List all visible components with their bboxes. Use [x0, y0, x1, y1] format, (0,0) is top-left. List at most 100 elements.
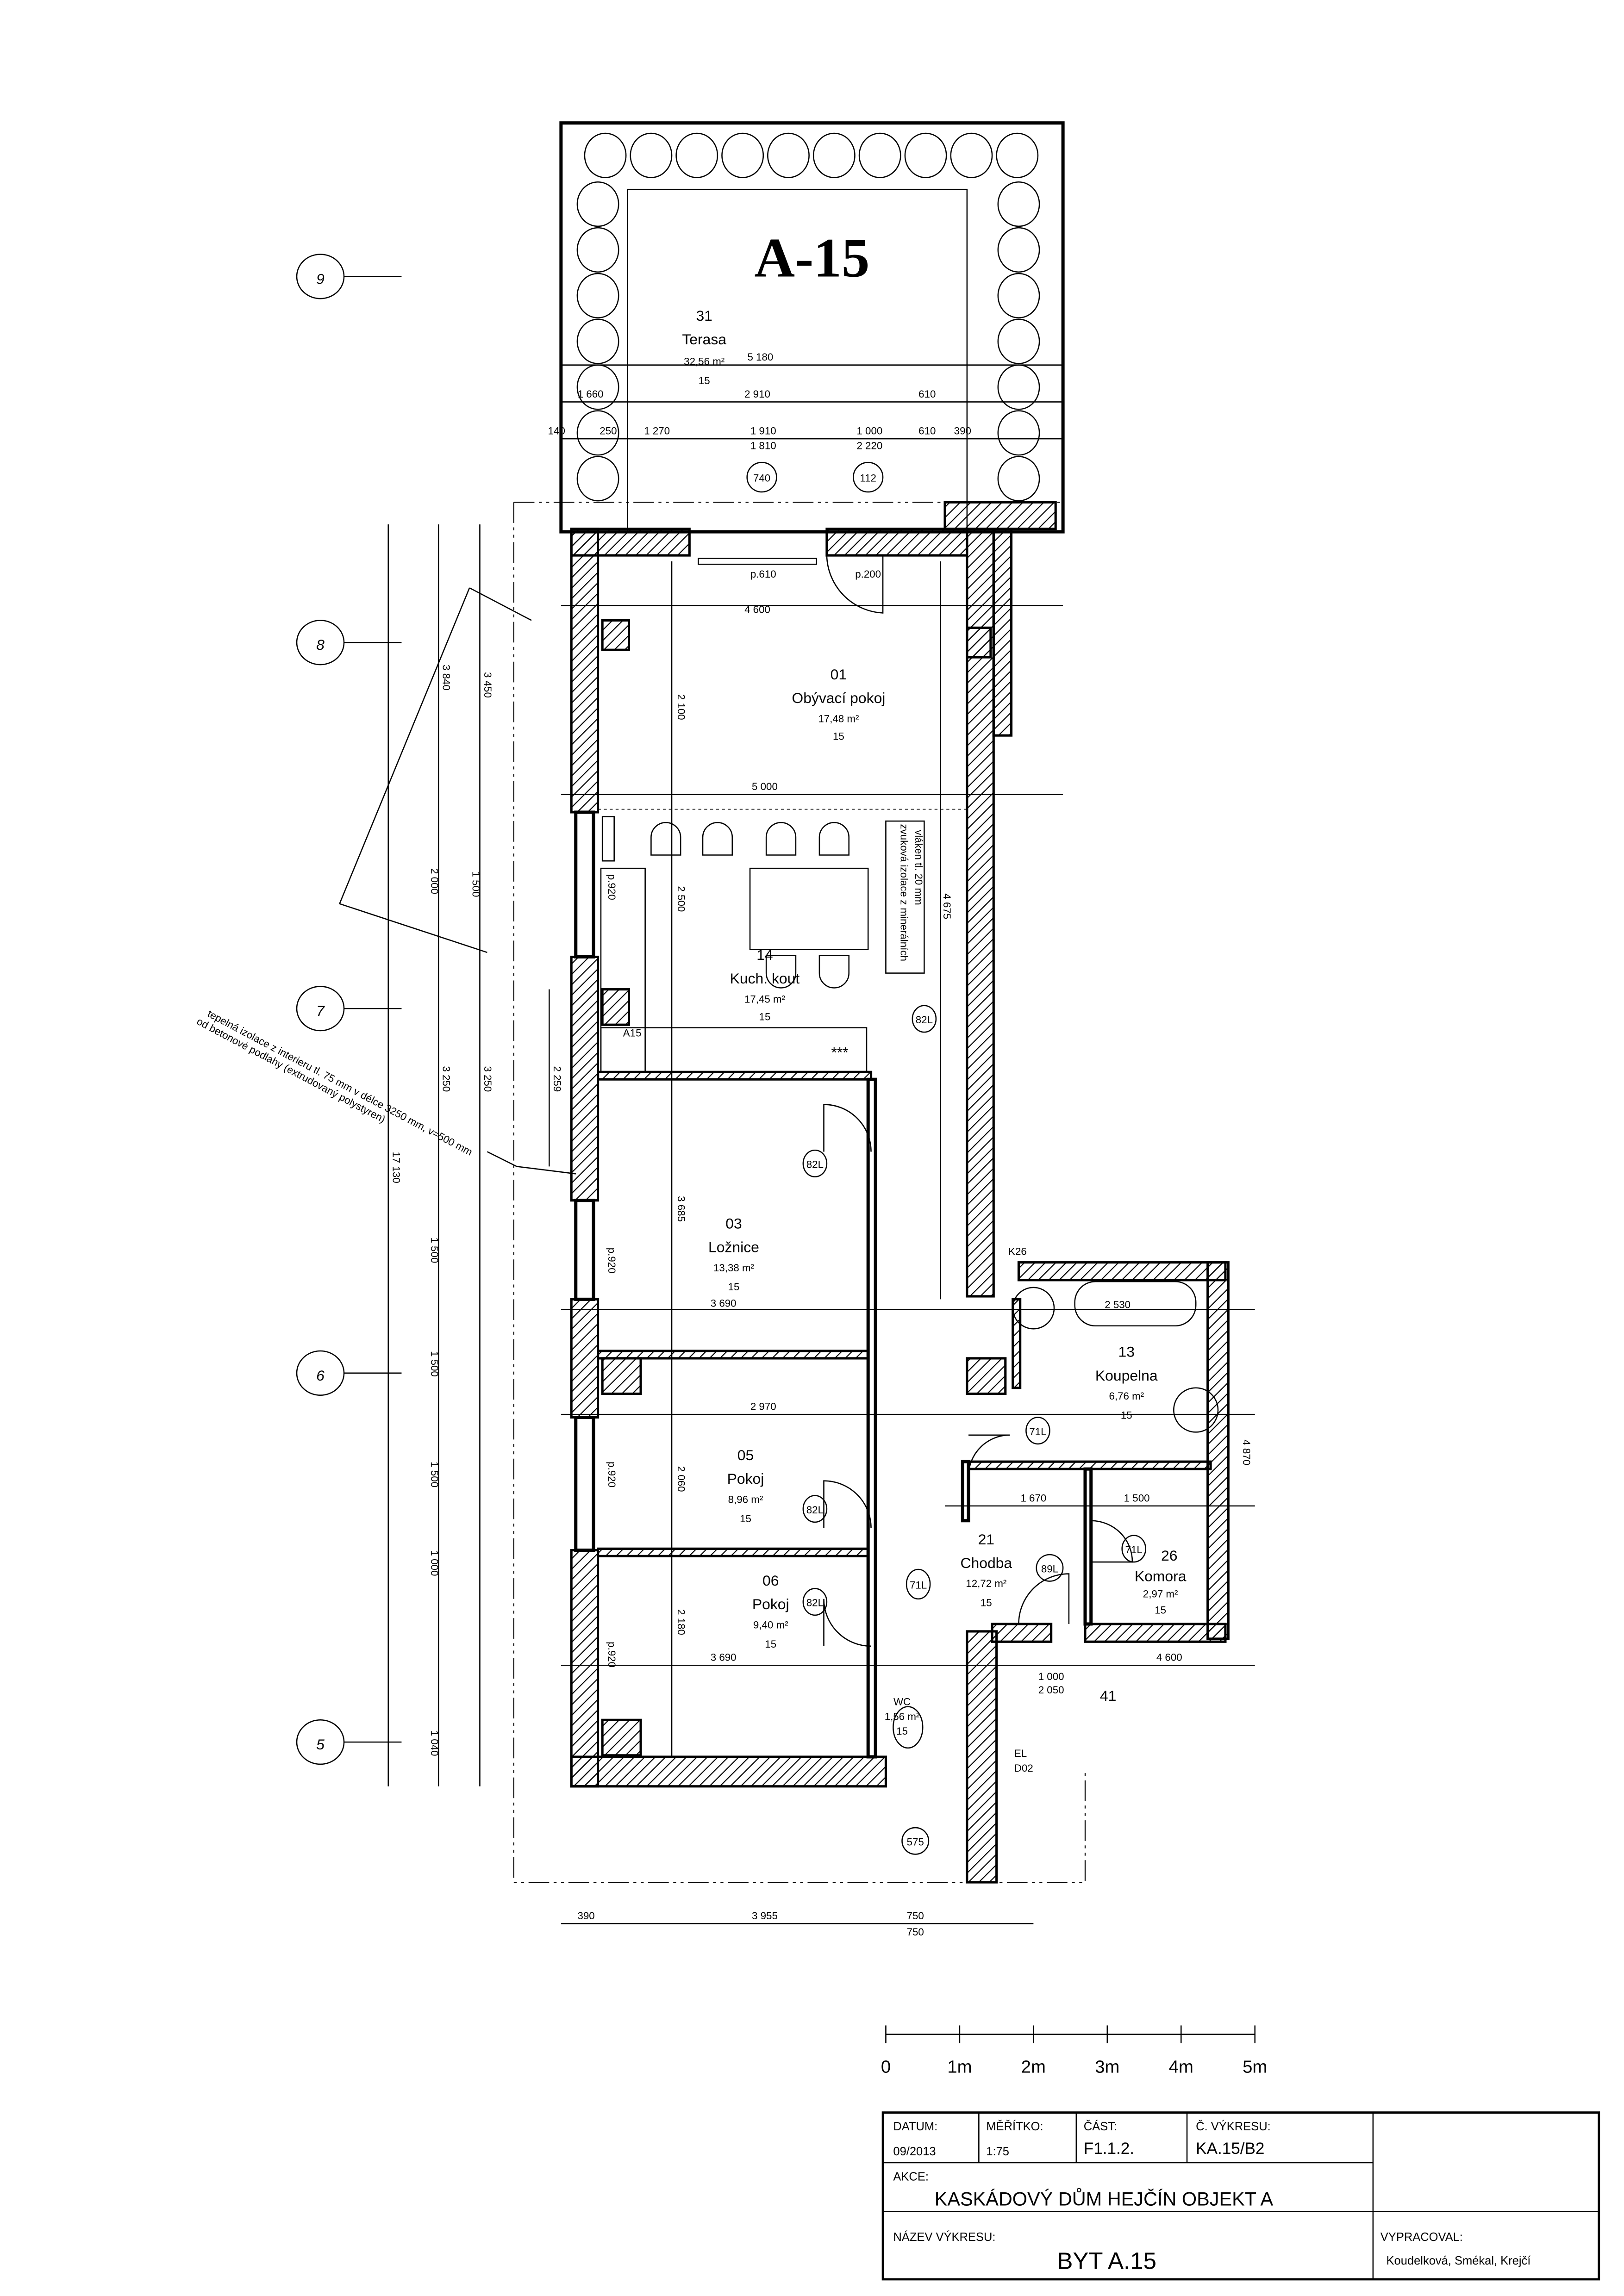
- room-obyvaci-pokoj: 01 Obývací pokoj 17,48 m² 15: [792, 666, 885, 742]
- svg-text:06: 06: [762, 1572, 779, 1589]
- svg-text:2 050: 2 050: [1038, 1684, 1064, 1696]
- planter-circle: [950, 132, 993, 178]
- datum-label: DATUM:: [893, 2120, 937, 2133]
- svg-text:1 810: 1 810: [750, 440, 776, 451]
- window: [698, 558, 817, 565]
- svg-text:4m: 4m: [1169, 2057, 1193, 2077]
- cast-label: ČÁST:: [1084, 2120, 1117, 2133]
- svg-text:2 220: 2 220: [856, 440, 882, 451]
- room-terasa: 31 Terasa 32,56 m² 15: [682, 307, 726, 386]
- svg-text:tepelná izolace z interieru tl: tepelná izolace z interieru tl. 75 mm v …: [206, 1008, 475, 1158]
- svg-text:01: 01: [831, 666, 847, 683]
- door-tag: 82L: [802, 1495, 828, 1523]
- svg-text:05: 05: [737, 1447, 754, 1463]
- dimension-lines: [387, 364, 1255, 1924]
- door-tag: 82L: [912, 1005, 937, 1033]
- svg-text:14: 14: [756, 946, 773, 963]
- planter-circle: [576, 410, 619, 456]
- svg-text:p.920: p.920: [606, 874, 618, 900]
- svg-text:4 675: 4 675: [941, 893, 953, 919]
- door-swing: [826, 555, 884, 614]
- washbasin: [1173, 1387, 1219, 1433]
- acoustic-note: vláken tl. 20 mm: [913, 830, 924, 905]
- svg-text:21: 21: [978, 1531, 994, 1548]
- walls: [570, 501, 1230, 1884]
- svg-text:15: 15: [896, 1725, 908, 1737]
- planter-circle: [997, 273, 1040, 318]
- svg-text:1 040: 1 040: [429, 1730, 440, 1756]
- svg-text:5m: 5m: [1243, 2057, 1267, 2077]
- svg-text:140: 140: [548, 425, 565, 437]
- svg-text:2 060: 2 060: [675, 1466, 687, 1492]
- svg-text:250: 250: [600, 425, 617, 437]
- drawing-number-value: KA.15/B2: [1196, 2140, 1264, 2158]
- svg-text:1 500: 1 500: [1124, 1492, 1150, 1504]
- room-pokoj-05: 05 Pokoj 8,96 m² 15: [727, 1447, 764, 1524]
- svg-text:13,38 m²: 13,38 m²: [713, 1262, 754, 1274]
- svg-text:82L: 82L: [806, 1159, 824, 1170]
- planter-circle: [812, 132, 856, 178]
- acoustic-note: zvuková izolace z minerálních: [898, 824, 910, 961]
- svg-text:15: 15: [699, 375, 710, 386]
- svg-text:od betonové podlahy (extrudova: od betonové podlahy (extrudovaný polysty…: [195, 1015, 387, 1125]
- svg-text:WC: WC: [893, 1696, 911, 1707]
- svg-text:82L: 82L: [806, 1597, 824, 1609]
- svg-text:3 690: 3 690: [711, 1652, 737, 1663]
- grid-axis-9: 9: [296, 254, 402, 299]
- room-komora: 26 Komora 2,97 m² 15: [1135, 1547, 1187, 1616]
- nazev-label: NÁZEV VÝKRESU:: [893, 2230, 995, 2244]
- svg-text:8,96 m²: 8,96 m²: [728, 1493, 763, 1505]
- planter-circle: [584, 132, 627, 178]
- svg-text:Pokoj: Pokoj: [752, 1596, 789, 1612]
- svg-text:3 450: 3 450: [482, 672, 493, 698]
- door-tag: 89L: [1036, 1554, 1064, 1582]
- svg-text:1 500: 1 500: [429, 1462, 440, 1487]
- svg-text:4 870: 4 870: [1241, 1439, 1252, 1465]
- svg-text:03: 03: [725, 1215, 742, 1232]
- room-chodba: 21 Chodba 12,72 m² 15: [960, 1531, 1012, 1609]
- svg-text:3m: 3m: [1095, 2057, 1119, 2077]
- door-tags: 740 112 82L 82L 82L 82L 71L 71L 89L 71L …: [746, 461, 1147, 1855]
- svg-text:17 130: 17 130: [390, 1151, 402, 1183]
- svg-text:1 000: 1 000: [429, 1550, 440, 1576]
- svg-text:71L: 71L: [1125, 1544, 1143, 1556]
- grid-axis-5: 5: [296, 1719, 402, 1765]
- door-swings: [823, 1104, 1133, 1647]
- svg-text:Komora: Komora: [1135, 1568, 1187, 1584]
- akce-value: KASKÁDOVÝ DŮM HEJČÍN OBJEKT A: [935, 2188, 1274, 2209]
- planter-circle: [904, 132, 947, 178]
- door-tag: 71L: [1025, 1417, 1050, 1445]
- mark-a15: A15: [623, 1027, 642, 1039]
- door-tag: 82L: [802, 1150, 828, 1177]
- svg-text:1 000: 1 000: [856, 425, 882, 437]
- svg-text:1m: 1m: [947, 2057, 972, 2077]
- mark-stars: ***: [831, 1044, 848, 1060]
- svg-text:1 910: 1 910: [750, 425, 776, 437]
- planter-circle: [997, 318, 1040, 364]
- svg-text:750: 750: [907, 1926, 924, 1938]
- svg-text:2 970: 2 970: [750, 1401, 776, 1412]
- svg-text:1 670: 1 670: [1020, 1492, 1046, 1504]
- svg-text:390: 390: [954, 425, 971, 437]
- svg-text:4 600: 4 600: [744, 604, 770, 615]
- svg-text:82L: 82L: [916, 1014, 933, 1026]
- svg-text:17,48 m²: 17,48 m²: [818, 713, 859, 724]
- drawing-number-label: Č. VÝKRESU:: [1196, 2120, 1271, 2133]
- svg-text:p.200: p.200: [855, 568, 881, 580]
- svg-text:4 600: 4 600: [1156, 1652, 1182, 1663]
- dimension-labels: 5 180 1 660 2 910 610 140 250 1 270 1 91…: [390, 351, 1252, 1938]
- door-tag: 82L: [802, 1588, 828, 1616]
- mark-k26: K26: [1008, 1246, 1027, 1257]
- planter-circle: [576, 181, 619, 227]
- svg-text:9,40 m²: 9,40 m²: [753, 1619, 788, 1631]
- svg-text:2 180: 2 180: [675, 1609, 687, 1635]
- svg-text:p.610: p.610: [750, 568, 776, 580]
- svg-text:15: 15: [981, 1597, 992, 1609]
- planter-circle: [997, 181, 1040, 227]
- kitchen-furniture: [598, 809, 967, 1073]
- akce-label: AKCE:: [893, 2170, 929, 2183]
- svg-text:Terasa: Terasa: [682, 331, 726, 348]
- svg-text:3 250: 3 250: [441, 1066, 452, 1092]
- svg-text:Pokoj: Pokoj: [727, 1470, 764, 1487]
- grid-axis-7: 7: [296, 986, 402, 1032]
